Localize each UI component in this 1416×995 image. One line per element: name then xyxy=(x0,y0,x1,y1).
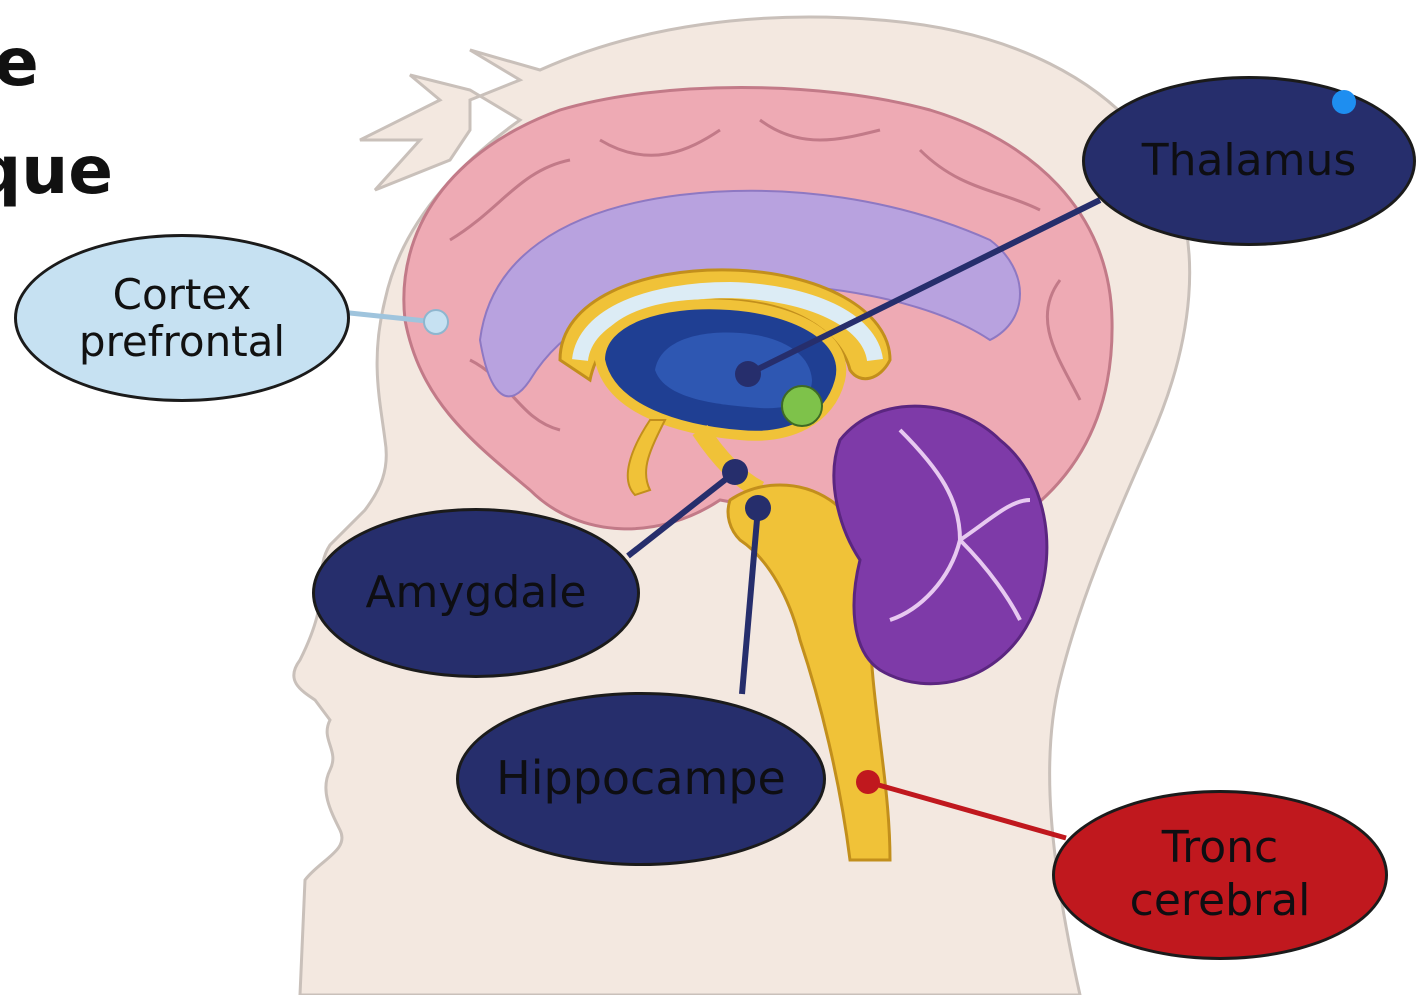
corner-logo-dot-icon xyxy=(1332,90,1356,114)
label-tronc-text: Tronc cerebral xyxy=(1130,822,1311,928)
label-thalamus: Thalamus xyxy=(1082,76,1416,246)
dot-thalamus xyxy=(735,361,761,387)
label-amygdale-text: Amygdale xyxy=(365,568,586,617)
title-fragment-1: e xyxy=(0,30,39,96)
dot-cortex xyxy=(424,310,448,334)
dot-hippocampe xyxy=(745,495,771,521)
label-cortex-text: Cortex prefrontal xyxy=(79,271,285,365)
dot-tronc xyxy=(856,770,880,794)
label-thalamus-text: Thalamus xyxy=(1142,136,1357,185)
label-amygdale: Amygdale xyxy=(312,508,640,678)
label-cortex-prefrontal: Cortex prefrontal xyxy=(14,234,350,402)
label-hippocampe-text: Hippocampe xyxy=(496,753,786,805)
label-tronc-cerebral: Tronc cerebral xyxy=(1052,790,1388,960)
label-hippocampe: Hippocampe xyxy=(456,692,826,866)
title-fragment-2: que xyxy=(0,138,113,204)
dot-amygdale xyxy=(722,459,748,485)
